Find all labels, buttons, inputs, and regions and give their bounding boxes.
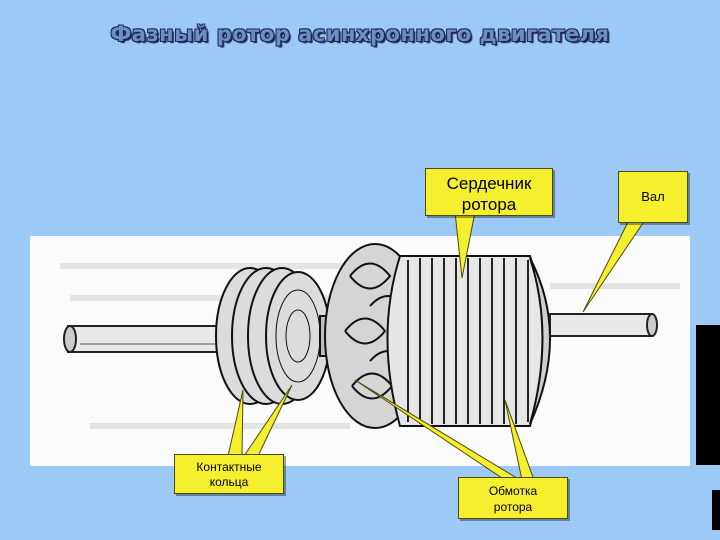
callout-rotor-core-line2: ротора — [461, 195, 517, 214]
leader-winding-1 — [354, 379, 522, 481]
rotor-illustration — [30, 236, 690, 466]
leader-shaft — [582, 217, 646, 313]
leader-rings-2 — [243, 384, 293, 457]
page-title: Фазный ротор асинхронного двигателя — [110, 22, 610, 46]
callout-shaft-label: Вал — [641, 189, 665, 204]
callout-rotor-winding: Обмотка ротора — [458, 477, 568, 519]
callout-slip-rings-line1: Контактные — [196, 460, 262, 474]
frame-edge — [696, 325, 720, 465]
rotor-drawing — [60, 243, 680, 429]
leader-core — [454, 211, 476, 279]
callout-rotor-core: Сердечник ротора — [425, 168, 553, 216]
rotor-core — [386, 255, 544, 427]
callout-slip-rings-line2: кольца — [209, 475, 249, 489]
leader-winding-2 — [504, 399, 535, 481]
callout-slip-rings: Контактные кольца — [174, 454, 284, 494]
callout-rotor-winding-line1: Обмотка — [488, 484, 538, 498]
callout-rotor-winding-line2: ротора — [493, 500, 533, 514]
callout-shaft: Вал — [618, 171, 688, 223]
leader-rings-1 — [227, 389, 244, 457]
callout-rotor-core-line1: Сердечник — [446, 174, 532, 193]
frame-edge-lower — [712, 490, 720, 530]
